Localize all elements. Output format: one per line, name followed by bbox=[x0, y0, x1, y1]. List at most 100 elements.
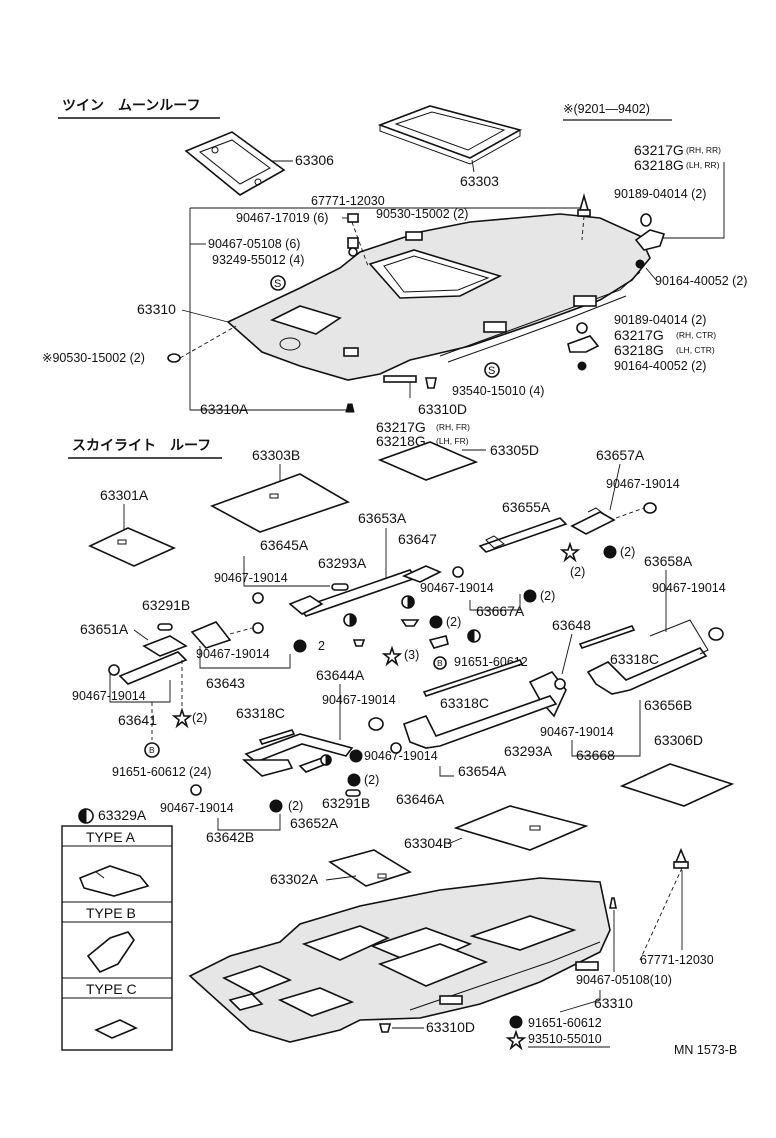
part-label: 63301A bbox=[100, 487, 149, 503]
part-label: 63653A bbox=[358, 510, 407, 526]
bracket-part bbox=[142, 635, 188, 657]
part-label: 63217G bbox=[634, 142, 684, 158]
fastener-icon bbox=[347, 237, 359, 257]
part-label: 90164-40052 (2) bbox=[655, 274, 747, 288]
part-label: 90164-40052 (2) bbox=[614, 359, 706, 373]
part-label: (3) bbox=[404, 648, 419, 662]
type-b-nut-icon bbox=[401, 595, 415, 609]
part-label: (2) bbox=[446, 615, 461, 629]
part-label: 63318C bbox=[610, 651, 659, 667]
rail-part bbox=[118, 651, 188, 685]
bolt-b-icon: B bbox=[144, 742, 160, 758]
star-icon bbox=[171, 707, 193, 729]
part-label: 91651-60612 (24) bbox=[112, 765, 211, 779]
part-label: 67771-12030 bbox=[311, 194, 385, 208]
screw-s-icon: S bbox=[270, 275, 286, 291]
part-label: 90467-19014 bbox=[540, 725, 614, 739]
rail-part bbox=[241, 733, 354, 777]
part-label: 93540-15010 (4) bbox=[452, 384, 544, 398]
type-b-nut-icon bbox=[343, 613, 357, 627]
part-label: 63318C bbox=[440, 695, 489, 711]
cover-panel-part bbox=[453, 805, 589, 851]
part-label: 63303B bbox=[252, 447, 300, 463]
type-c-label: TYPE C bbox=[86, 981, 137, 997]
part-label: 63644A bbox=[316, 667, 365, 683]
part-sub-label: (RH, RR) bbox=[686, 145, 721, 155]
part-label: 63668 bbox=[576, 747, 615, 763]
type-a-nut-icon bbox=[347, 773, 361, 787]
part-label: 90467-19014 bbox=[322, 693, 396, 707]
part-label: 63642B bbox=[206, 829, 254, 845]
part-sub-label: (LH, FR) bbox=[436, 436, 469, 446]
period-note: ※(9201―9402) bbox=[563, 102, 650, 116]
clip-icon bbox=[390, 742, 402, 754]
part-label: 63654A bbox=[458, 763, 507, 779]
part-label: 63291B bbox=[322, 795, 370, 811]
screw-icon bbox=[635, 259, 645, 269]
type-a-nut-icon bbox=[349, 749, 363, 763]
part-label: 90189-04014 (2) bbox=[614, 187, 706, 201]
part-label: 63302A bbox=[270, 871, 319, 887]
leader-line bbox=[471, 159, 475, 173]
clip-icon bbox=[428, 635, 449, 649]
headliner-twin-moonroof-part bbox=[226, 213, 651, 383]
part-label: 90467-19014 bbox=[420, 581, 494, 595]
cap-part bbox=[157, 623, 173, 631]
part-label: 63303 bbox=[460, 173, 499, 189]
clip-icon bbox=[643, 502, 657, 514]
part-label: 63656B bbox=[644, 697, 692, 713]
part-label: 63306 bbox=[295, 152, 334, 168]
type-a-nut-icon bbox=[523, 589, 537, 603]
part-label: 63652A bbox=[290, 815, 339, 831]
clip-icon bbox=[577, 193, 591, 217]
clip-icon bbox=[576, 322, 588, 334]
clip-icon bbox=[167, 353, 181, 363]
bracket-part bbox=[190, 621, 232, 649]
part-label: 63218G bbox=[634, 157, 684, 173]
part-label: 93510-55010 bbox=[528, 1032, 602, 1046]
part-label: 63643 bbox=[206, 675, 245, 691]
rod-part bbox=[258, 729, 296, 745]
rail-part bbox=[402, 695, 558, 749]
part-label: 63651A bbox=[80, 621, 129, 637]
type-a-nut-icon bbox=[429, 615, 443, 629]
plug-icon bbox=[345, 403, 355, 413]
part-label: 63310 bbox=[137, 301, 176, 317]
part-label: 90467-19014 bbox=[72, 689, 146, 703]
grip-cover-part bbox=[634, 229, 666, 251]
part-label: 63293A bbox=[504, 743, 553, 759]
part-label: 63293A bbox=[318, 555, 367, 571]
rod-part bbox=[422, 659, 524, 697]
part-label: 63645A bbox=[260, 537, 309, 553]
part-label: 63310D bbox=[418, 401, 467, 417]
part-label: 63648 bbox=[552, 617, 591, 633]
clip-icon bbox=[452, 566, 464, 578]
clip-icon bbox=[108, 664, 120, 676]
part-label: 90530-15002 (2) bbox=[376, 207, 468, 221]
clip-icon bbox=[252, 592, 264, 604]
part-label: 90467-19014 bbox=[364, 749, 438, 763]
clip-icon bbox=[673, 847, 689, 869]
part-label: ※90530-15002 (2) bbox=[42, 351, 145, 365]
part-label: 63667A bbox=[476, 603, 525, 619]
cap-part bbox=[345, 789, 361, 797]
part-label: 63646A bbox=[396, 791, 445, 807]
clip-icon bbox=[554, 678, 566, 690]
sunshade-panel-part bbox=[210, 473, 350, 533]
sunroof-trim-part bbox=[184, 131, 286, 196]
bracket-part bbox=[288, 595, 324, 615]
part-label: 90467-19014 bbox=[160, 801, 234, 815]
part-label: 2 bbox=[318, 639, 325, 653]
type-b-nut-icon bbox=[320, 754, 332, 766]
clip-icon bbox=[708, 627, 724, 641]
part-label: 63217G bbox=[376, 419, 426, 435]
svg-text:B: B bbox=[437, 658, 443, 668]
part-sub-label: (RH, CTR) bbox=[676, 330, 716, 340]
star-icon bbox=[505, 1029, 527, 1051]
star-icon bbox=[381, 645, 403, 667]
star-icon bbox=[559, 541, 581, 563]
part-label: 91651-60612 bbox=[528, 1016, 602, 1030]
part-label: 63310 bbox=[594, 995, 633, 1011]
type-a-nut-icon bbox=[269, 799, 283, 813]
